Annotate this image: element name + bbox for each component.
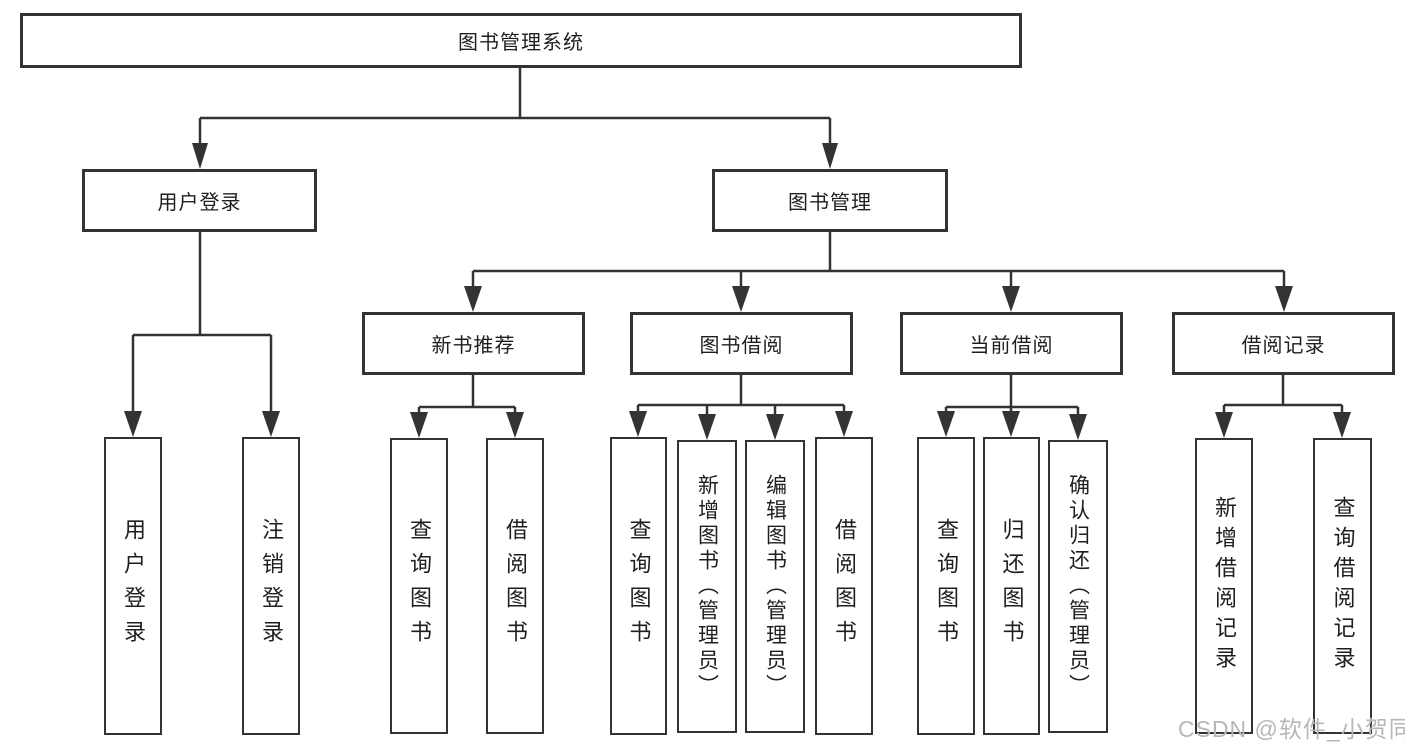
node-current-borrow: 当前借阅 xyxy=(900,312,1123,375)
leaf-logout: 注销登录 xyxy=(242,437,300,735)
connector-root-to-level2 xyxy=(192,68,838,169)
leaf-return-book: 归还图书 xyxy=(983,437,1040,735)
connector-book-borrow-children xyxy=(629,375,853,440)
connector-book-management-children xyxy=(464,232,1293,312)
leaf-borrow-books: 借阅图书 xyxy=(815,437,873,735)
connector-user-login-children xyxy=(124,232,280,437)
node-user-login: 用户登录 xyxy=(82,169,317,232)
leaf-user-login: 用户登录 xyxy=(104,437,162,735)
node-library-system: 图书管理系统 xyxy=(20,13,1022,68)
watermark-text: CSDN @软件_小贺同学 xyxy=(1178,716,1405,742)
connector-borrow-records-children xyxy=(1215,375,1351,438)
node-book-management: 图书管理 xyxy=(712,169,948,232)
node-new-book-recommend: 新书推荐 xyxy=(362,312,585,375)
leaf-query-books-borrow: 查询图书 xyxy=(610,437,667,735)
node-borrow-records: 借阅记录 xyxy=(1172,312,1395,375)
leaf-borrow-books-recommend: 借阅图书 xyxy=(486,438,544,734)
leaf-edit-book-admin: 编辑图书（管理员） xyxy=(745,440,805,733)
leaf-query-books-current: 查询图书 xyxy=(917,437,975,735)
leaf-query-borrow-record: 查询借阅记录 xyxy=(1313,438,1372,734)
connector-current-borrow-children xyxy=(937,375,1087,440)
node-book-borrow: 图书借阅 xyxy=(630,312,853,375)
leaf-query-books-recommend: 查询图书 xyxy=(390,438,448,734)
leaf-add-borrow-record: 新增借阅记录 xyxy=(1195,438,1253,734)
leaf-add-book-admin: 新增图书（管理员） xyxy=(677,440,737,733)
leaf-confirm-return-admin: 确认归还（管理员） xyxy=(1048,440,1108,733)
connector-new-book-children xyxy=(410,375,524,438)
